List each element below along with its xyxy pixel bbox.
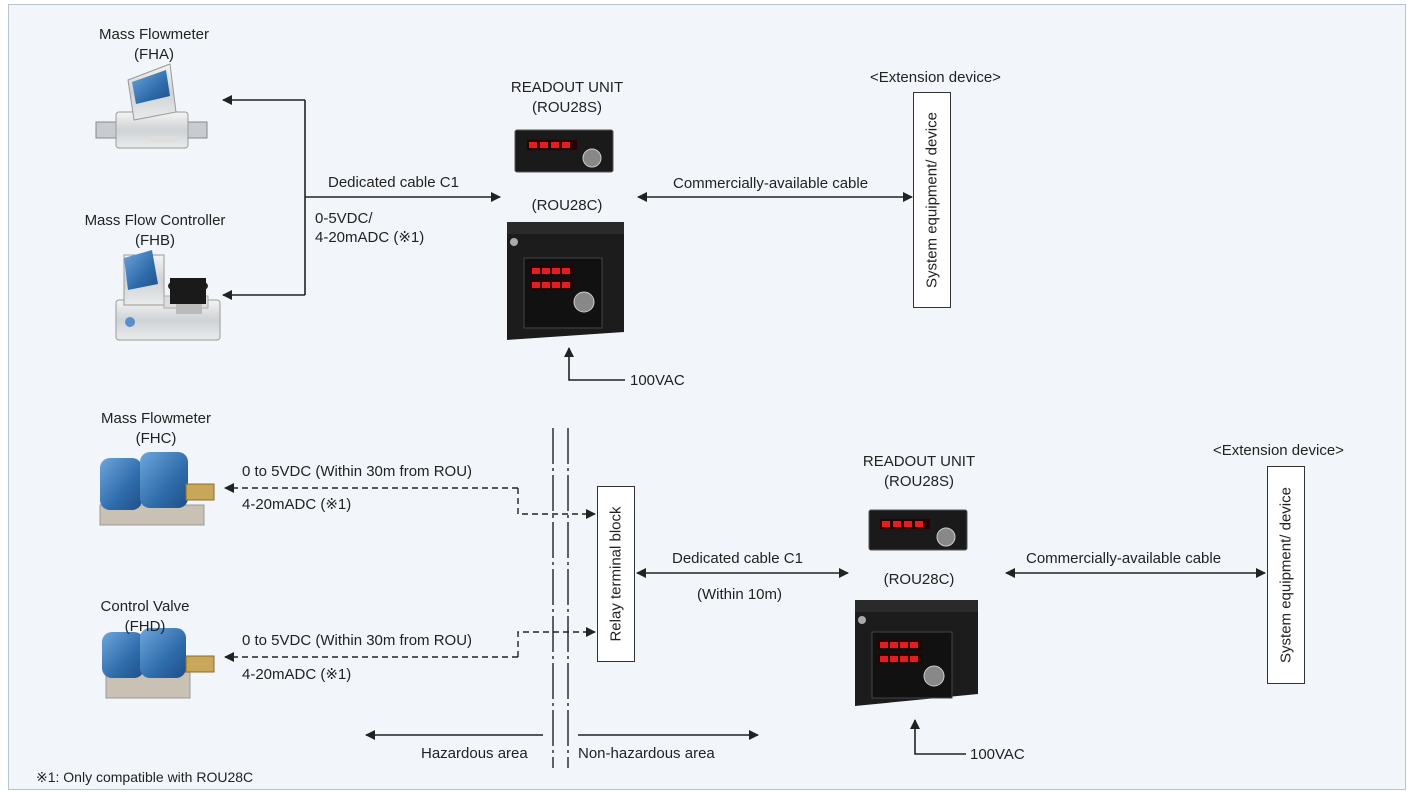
bottom-power-label: 100VAC xyxy=(970,746,1025,763)
bottom-rou28s-image xyxy=(868,509,968,551)
bottom-rou28s-label: (ROU28S) xyxy=(883,473,955,490)
fhc-signal-1: 0 to 5VDC (Within 30m from ROU) xyxy=(242,463,473,480)
top-commercial-cable-label: Commercially-available cable xyxy=(673,175,869,192)
top-extension-label: <Extension device> xyxy=(870,69,1001,86)
fhc-code: (FHC) xyxy=(135,430,177,447)
fhc-signal-2: 4-20mADC (※1) xyxy=(242,496,352,513)
fha-device-image xyxy=(95,63,208,149)
diagram-frame xyxy=(8,4,1406,790)
top-power-line xyxy=(564,347,625,381)
fhc-device-image xyxy=(99,452,215,526)
fhd-code: (FHD) xyxy=(124,618,166,635)
footnote: ※1: Only compatible with ROU28C xyxy=(36,769,254,785)
fhd-title: Control Valve xyxy=(100,598,190,615)
fhb-code: (FHB) xyxy=(135,232,175,249)
fhd-signal-1: 0 to 5VDC (Within 30m from ROU) xyxy=(242,632,473,649)
top-system-device-box: System equipment/ device xyxy=(913,92,951,308)
top-cable-label: Dedicated cable C1 xyxy=(328,174,459,191)
top-bracket-lines xyxy=(222,95,501,300)
bottom-readout-title: READOUT UNIT xyxy=(862,453,976,470)
relay-terminal-block-label: Relay terminal block xyxy=(607,506,625,642)
fha-title: Mass Flowmeter xyxy=(98,26,210,43)
top-rou28c-label: (ROU28C) xyxy=(531,197,603,214)
fhb-title: Mass Flow Controller xyxy=(84,212,226,229)
bottom-cable-label: Dedicated cable C1 xyxy=(672,550,803,567)
top-readout-title: READOUT UNIT xyxy=(510,79,624,96)
hazardous-area-label: Hazardous area xyxy=(421,745,528,762)
bottom-rou28c-label: (ROU28C) xyxy=(883,571,955,588)
fha-code: (FHA) xyxy=(134,46,174,63)
bottom-commercial-cable-label: Commercially-available cable xyxy=(1026,550,1222,567)
boundary-double-line xyxy=(552,428,569,768)
relay-terminal-block: Relay terminal block xyxy=(597,486,635,662)
signal-dashed-lines xyxy=(224,483,596,662)
top-signal-2: 4-20mADC (※1) xyxy=(315,229,425,246)
bottom-rou28c-image xyxy=(855,600,978,706)
top-rou28s-image xyxy=(514,129,614,173)
top-power-label: 100VAC xyxy=(630,372,685,389)
non-hazardous-area-label: Non-hazardous area xyxy=(578,745,715,762)
bottom-system-device-label: System equipment/ device xyxy=(1277,487,1295,663)
fhb-device-image xyxy=(115,250,221,341)
top-rou28c-image xyxy=(507,222,624,340)
bottom-cable-note: (Within 10m) xyxy=(697,586,783,603)
fhc-title: Mass Flowmeter xyxy=(100,410,212,427)
fhd-device-image xyxy=(102,628,215,699)
fhd-signal-2: 4-20mADC (※1) xyxy=(242,666,352,683)
top-rou28s-label: (ROU28S) xyxy=(531,99,603,116)
bottom-system-device-box: System equipment/ device xyxy=(1267,466,1305,684)
bottom-power-line xyxy=(910,719,966,755)
top-system-device-label: System equipment/ device xyxy=(923,112,941,288)
bottom-extension-label: <Extension device> xyxy=(1213,442,1344,459)
top-signal-1: 0-5VDC/ xyxy=(315,210,373,227)
